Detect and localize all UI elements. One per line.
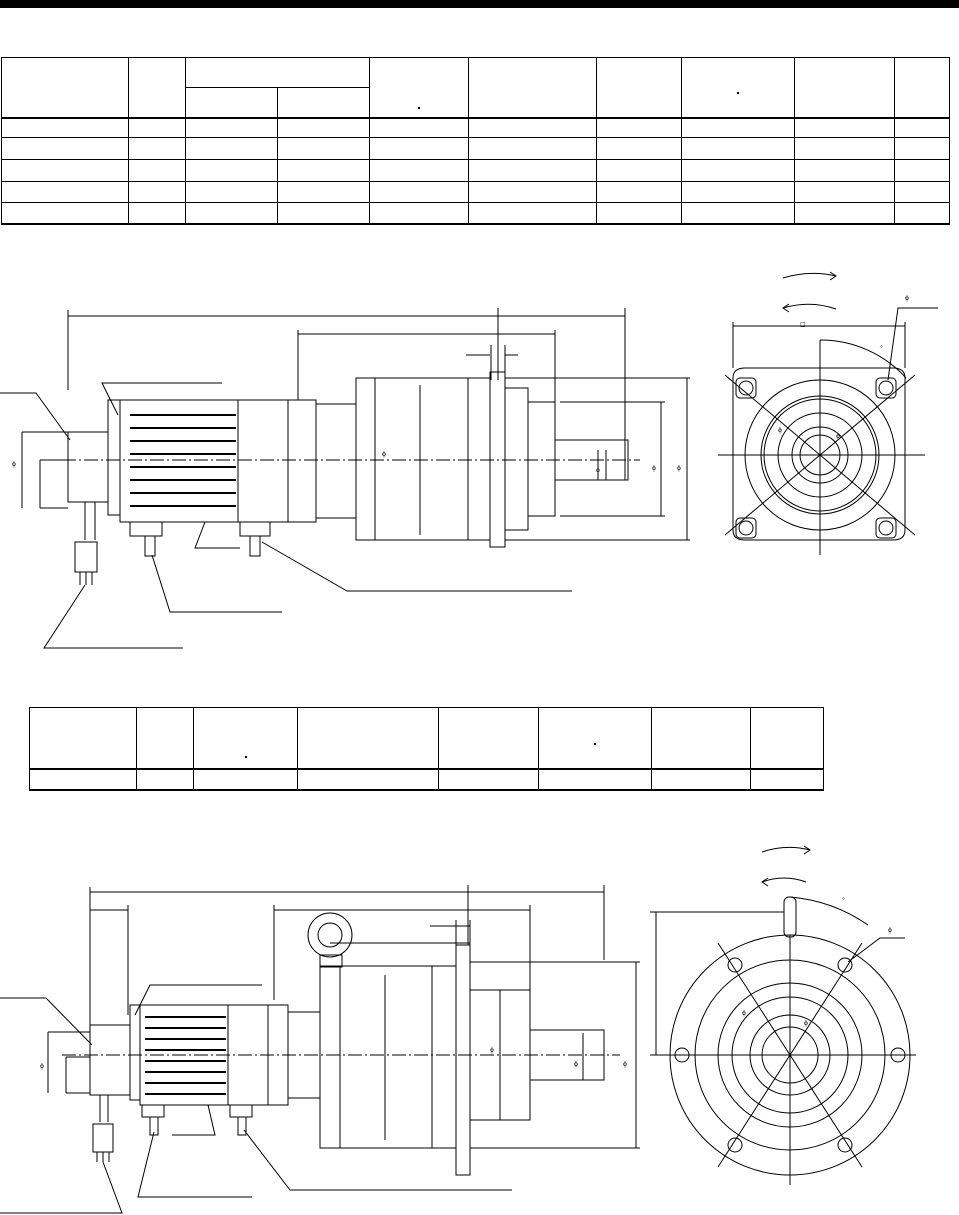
table2-header-col8	[750, 707, 824, 770]
table-row	[1, 137, 950, 160]
drawing2-dim-phi-6: ϕ	[742, 1010, 746, 1017]
drawing-2: ϕ ϕ ϕ ϕ	[0, 835, 959, 1215]
drawing2-dim-phi-7: ϕ	[804, 1020, 808, 1027]
table-row	[1, 181, 950, 203]
table2-header-col4	[297, 707, 439, 770]
drawing2-dim-phi-5: ϕ	[888, 927, 892, 934]
table2-header-inertia	[193, 707, 298, 770]
table1-header-col7	[596, 57, 682, 119]
drawing2-side-view: ϕ ϕ ϕ ϕ	[0, 885, 640, 1214]
table1-header-output-b	[277, 87, 370, 119]
table-row	[1, 117, 950, 138]
drawing2-dim-phi-3: ϕ	[574, 1061, 578, 1068]
drawing2-dim-phi-4: ϕ	[623, 1061, 627, 1068]
table2-header-col5	[438, 707, 539, 770]
drawing1-side-view: ϕ	[0, 308, 690, 649]
table2-header-col6	[538, 707, 652, 770]
table1-header-col9	[794, 57, 895, 119]
drawing1-dim-phi-2: ϕ	[382, 451, 386, 458]
drawing1-end-view: □ ° ϕ ϕ ϕ	[718, 271, 938, 555]
drawing1-dim-phi-6: ϕ	[905, 295, 909, 302]
table1-header-inertia	[369, 57, 469, 119]
drawing1-dim-phi-3: ϕ	[596, 467, 600, 474]
drawing2-dim-phi-1: ϕ	[40, 1063, 44, 1070]
table-row	[1, 202, 950, 225]
drawing2-dim-phi-2: ϕ	[490, 1047, 494, 1054]
table1-header-ratio	[128, 57, 186, 119]
drawing1-dim-phi-5: ϕ	[677, 465, 681, 472]
drawing1-dim-phi-1: ϕ	[12, 461, 16, 468]
table1-header-col8	[681, 57, 795, 119]
table1-header-col6	[468, 57, 597, 119]
drawing2-degree-mark: °	[842, 897, 845, 904]
table1-header-model	[1, 57, 129, 119]
spec-table-1	[1, 57, 950, 225]
table2-header-ratio	[136, 707, 194, 770]
page-top-rule	[0, 0, 959, 8]
drawing-1: ϕ	[0, 262, 959, 662]
drawing1-dim-phi-8: ϕ	[836, 433, 840, 440]
table2-header-model	[29, 707, 137, 770]
table1-header-col10	[894, 57, 950, 119]
table2-header-col7	[651, 707, 751, 770]
spec-table-2	[29, 707, 824, 791]
drawing1-degree-mark: °	[880, 345, 883, 352]
drawing1-square-mark: □	[800, 321, 806, 328]
table-row	[1, 159, 950, 182]
drawing1-dim-phi-7: ϕ	[778, 427, 782, 434]
table1-header-output-a	[185, 87, 278, 119]
drawing1-dim-phi-4: ϕ	[652, 465, 656, 472]
drawing2-end-view: ° ϕ ϕ ϕ	[650, 845, 916, 1185]
table1-header-output	[185, 57, 370, 88]
table-row	[29, 768, 824, 791]
